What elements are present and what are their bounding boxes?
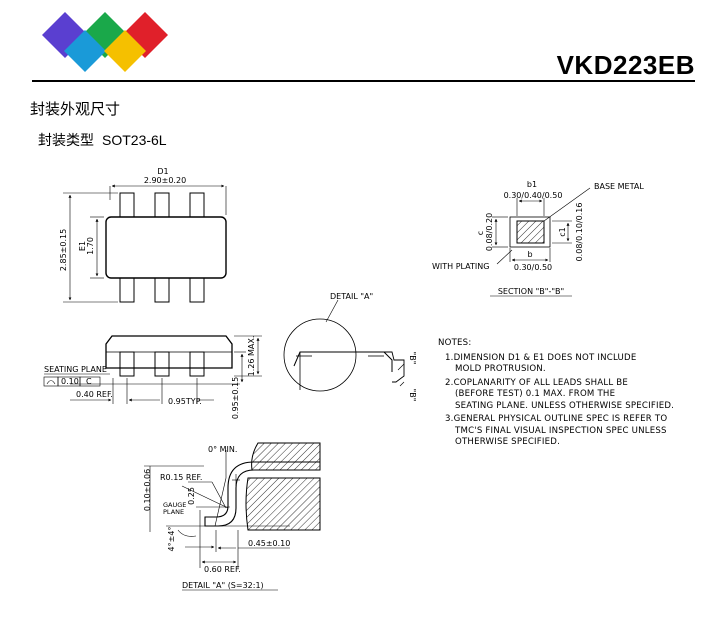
note-item: 3.GENERAL PHYSICAL OUTLINE SPEC IS REFER… — [438, 414, 674, 449]
note-item: 2.COPLANARITY OF ALL LEADS SHALL BE (BEF… — [438, 378, 674, 413]
note-line: OTHERWISE SPECIFIED. — [445, 437, 674, 449]
note-line: 3.GENERAL PHYSICAL OUTLINE SPEC IS REFER… — [445, 414, 674, 426]
b-value: 0.30/0.50 — [514, 263, 552, 272]
detail-a-title: DETAIL "A" (S=32:1) — [182, 581, 264, 590]
c-value: 0.08/0.20 — [485, 213, 494, 251]
note-line: 2.COPLANARITY OF ALL LEADS SHALL BE — [445, 378, 674, 390]
b1-label: b1 — [527, 180, 537, 189]
with-plating-label: WITH PLATING — [432, 262, 489, 271]
bottom-lead — [120, 278, 134, 302]
lead-ref-040: 0.40 REF. — [76, 390, 113, 399]
base-metal-section — [517, 221, 544, 243]
gauge-025: 0.25 — [187, 487, 196, 505]
top-lead — [155, 193, 169, 217]
base-metal-label: BASE METAL — [594, 182, 644, 191]
c1-label: c1 — [558, 227, 567, 237]
e-value: 2.85±0.15 — [59, 229, 68, 271]
datum-c: C — [86, 377, 92, 386]
foot-length-ref: 0.60 REF. — [204, 565, 241, 574]
lead-angle: 4°±4° — [167, 527, 176, 552]
note-line: TMC'S FINAL VISUAL INSPECTION SPEC UNLES… — [445, 426, 674, 438]
bottom-lead — [155, 278, 169, 302]
detail-a-callout — [284, 300, 404, 391]
plane-label: PLANE — [163, 508, 184, 516]
top-lead — [190, 193, 204, 217]
note-line: MOLD PROTRUSION. — [445, 364, 674, 376]
package-body — [106, 217, 226, 278]
seating-plane-label: SEATING PLANE — [44, 365, 107, 374]
notes-block: NOTES: 1.DIMENSION D1 & E1 DOES NOT INCL… — [438, 338, 674, 451]
section-callout-b-top: "B" — [408, 352, 417, 365]
b1-value: 0.30/0.40/0.50 — [504, 191, 563, 200]
notes-title: NOTES: — [438, 338, 674, 350]
b-label: b — [527, 250, 532, 259]
lead-pitch: 0.95TYP. — [168, 397, 202, 406]
d1-label: D1 — [157, 167, 168, 176]
c-label: c — [476, 231, 485, 235]
c1-value: 0.08/0.10/0.16 — [575, 203, 584, 262]
note-line: 1.DIMENSION D1 & E1 DOES NOT INCLUDE — [445, 353, 674, 365]
section-b-title: SECTION "B"-"B" — [498, 287, 564, 296]
angle-min: 0° MIN. — [208, 445, 237, 454]
note-line: SEATING PLANE. UNLESS OTHERWISE SPECIFIE… — [445, 401, 674, 413]
detail-body-lower — [246, 478, 320, 530]
note-item: 1.DIMENSION D1 & E1 DOES NOT INCLUDE MOL… — [438, 353, 674, 376]
coplanarity-value: 0.10 — [61, 377, 79, 386]
standoff-value: 0.95±0.15 — [231, 377, 240, 419]
detail-body-hatched — [252, 443, 320, 470]
lead-thickness: 0.10±0.06 — [143, 469, 152, 511]
radius-ref: R0.15 REF. — [160, 473, 202, 482]
e1-value: 1.70 — [86, 237, 95, 255]
d1-value: 2.90±0.20 — [144, 176, 186, 185]
foot-length: 0.45±0.10 — [248, 539, 290, 548]
detail-a-label: DETAIL "A" — [330, 292, 373, 301]
bottom-lead — [190, 278, 204, 302]
section-callout-b-bottom: "B" — [408, 389, 417, 402]
top-lead — [120, 193, 134, 217]
height-max: 1.26 MAX. — [247, 336, 256, 377]
note-line: (BEFORE TEST) 0.1 MAX. FROM THE — [445, 389, 674, 401]
